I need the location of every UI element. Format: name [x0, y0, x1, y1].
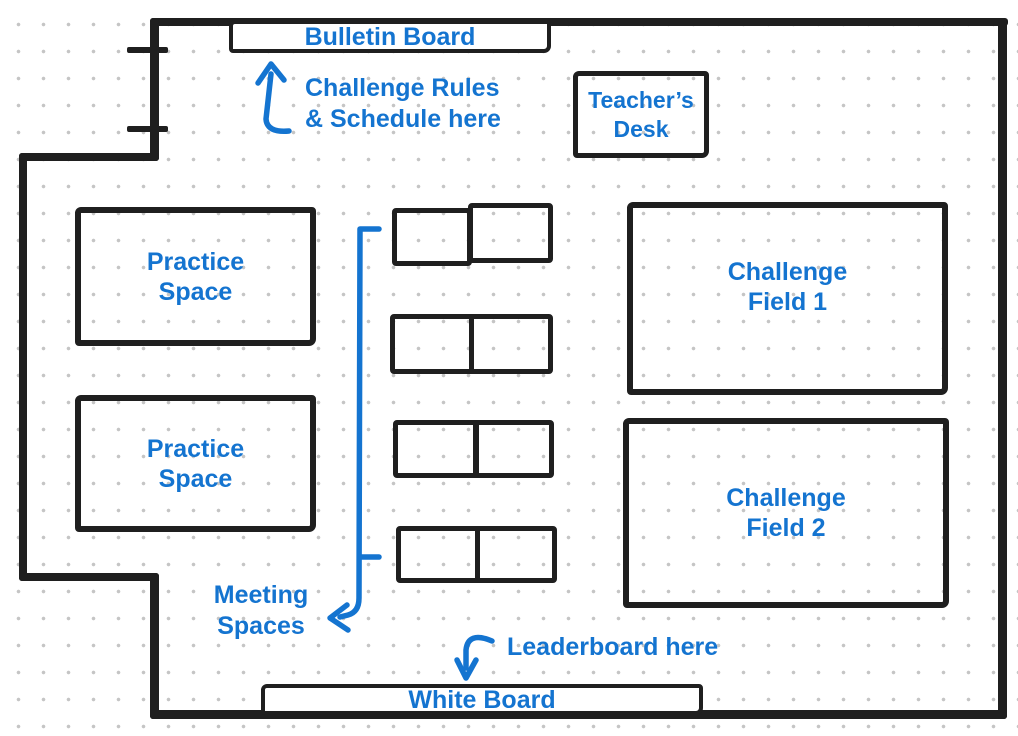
- practice-space-2: Practice Space: [75, 395, 316, 532]
- rules-annotation: Challenge Rules & Schedule here: [305, 74, 501, 133]
- teachers-desk-label: Teacher’s Desk: [588, 86, 694, 142]
- wall-alcove-bottom: [19, 573, 159, 581]
- challenge-field-1: Challenge Field 1: [627, 202, 948, 395]
- practice-space-1-label: Practice Space: [146, 247, 245, 306]
- meeting-table-1-left: [392, 208, 472, 266]
- wall-right: [998, 18, 1007, 719]
- meeting-table-4: [396, 526, 557, 583]
- meeting-table-1-right: [468, 203, 553, 263]
- challenge-field-2: Challenge Field 2: [623, 418, 949, 608]
- arrow-up-to-bulletin-board-icon: [255, 61, 292, 134]
- meeting-table-2: [390, 314, 553, 374]
- meeting-table-3: [393, 420, 554, 478]
- meeting-annotation: Meeting Spaces: [213, 581, 309, 640]
- wall-alcove-left: [19, 153, 27, 581]
- teachers-desk: Teacher’s Desk: [573, 71, 709, 158]
- challenge-field-2-label: Challenge Field 2: [726, 484, 846, 542]
- wall-left-lower: [150, 573, 159, 719]
- leaderboard-annotation: Leaderboard here: [507, 633, 719, 661]
- wall-top: [150, 18, 1008, 26]
- white-board-label: White Board: [408, 685, 556, 714]
- door-mark-upper: [127, 47, 168, 53]
- practice-space-1: Practice Space: [75, 207, 316, 346]
- bulletin-board: Bulletin Board: [229, 20, 551, 53]
- wall-left-upper: [150, 18, 159, 161]
- challenge-field-1-label: Challenge Field 1: [727, 257, 848, 316]
- table-divider: [473, 423, 479, 475]
- bracket-arrow-to-meeting-tables-icon: [327, 226, 382, 633]
- arrow-down-to-white-board-icon: [454, 634, 495, 681]
- table-divider: [475, 529, 480, 580]
- practice-space-2-label: Practice Space: [146, 434, 245, 493]
- table-divider: [469, 317, 474, 371]
- door-mark-lower: [127, 126, 168, 132]
- wall-alcove-top: [19, 153, 159, 161]
- white-board: White Board: [261, 684, 703, 715]
- bulletin-board-label: Bulletin Board: [304, 22, 476, 51]
